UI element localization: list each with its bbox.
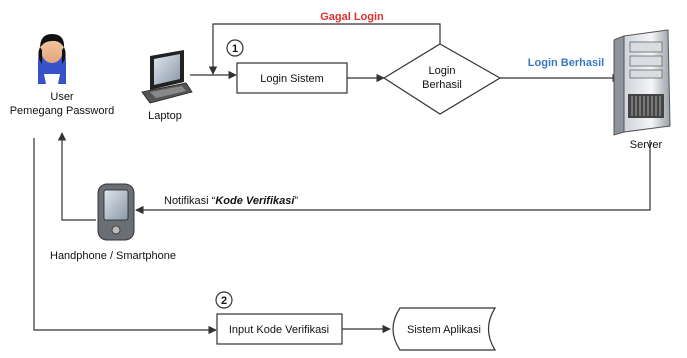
server-label: Server [630, 139, 663, 151]
input-kode-box [216, 313, 343, 345]
gagal-login-arrow [208, 23, 441, 75]
handphone-to-user-arrow [57, 132, 96, 221]
sistem-aplikasi-shape [392, 307, 497, 351]
login-berhasil-label: Login Berhasil [528, 57, 604, 69]
step-2-circle [215, 291, 233, 309]
laptop-label: Laptop [148, 110, 182, 122]
notifikasi-emph: Kode Verifikasi [215, 195, 295, 207]
step-1-number: 1 [232, 43, 238, 55]
connectors [33, 23, 651, 335]
user-label-line2: Pemegang Password [10, 105, 115, 117]
notifikasi-prefix: Notifikasi “ [164, 195, 216, 207]
notifikasi-suffix: ” [294, 195, 298, 207]
step-1-circle [226, 39, 244, 57]
login-berhasil-decision [382, 43, 502, 115]
notifikasi-label: Notifikasi “Kode Verifikasi” [164, 195, 298, 207]
server-to-handphone-arrow [135, 140, 651, 215]
step-2-number: 2 [221, 295, 227, 307]
decision-label-line1: Login [429, 65, 456, 77]
login-sistem-label: Login Sistem [260, 73, 324, 85]
user-icon [38, 34, 66, 84]
input-kode-label: Input Kode Verifikasi [229, 324, 329, 336]
handphone-label: Handphone / Smartphone [50, 250, 176, 262]
user-label-line1: User [50, 91, 74, 103]
sistem-aplikasi-label: Sistem Aplikasi [407, 324, 481, 336]
gagal-login-label: Gagal Login [320, 11, 384, 23]
laptop-icon [141, 50, 193, 104]
server-icon [613, 29, 671, 136]
decision-label-line2: Berhasil [422, 79, 462, 91]
handphone-icon [97, 183, 135, 241]
user-to-input-arrow [33, 138, 217, 335]
login-sistem-box [236, 62, 348, 94]
